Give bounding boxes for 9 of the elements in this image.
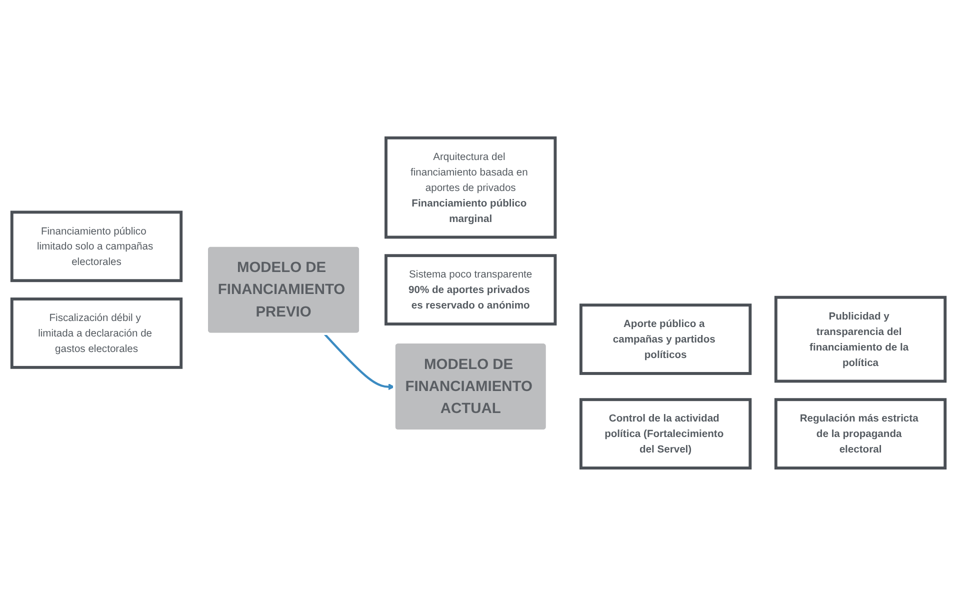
node-box: Arquitectura del financiamiento basada en aportes de privados Financiamiento público marginal (384, 136, 557, 239)
node-box: Regulación más estricta de la propaganda electoral (774, 398, 947, 470)
node-box: Publicidad y transparencia del financiamiento de la política (774, 296, 947, 383)
node-box: Aporte público a campañas y partidos políticos (579, 304, 752, 375)
arrow (324, 334, 395, 390)
node-box: Control de la actividad política (Fortalecimiento del Servel) (579, 398, 752, 470)
node-box: Sistema poco transparente 90% de aportes privados es reservado o anónimo (384, 254, 557, 326)
node-box: Financiamiento público limitado solo a campañas electorales (10, 210, 183, 282)
node-box: Fiscalización débil y limitada a declaración de gastos electorales (10, 298, 183, 369)
